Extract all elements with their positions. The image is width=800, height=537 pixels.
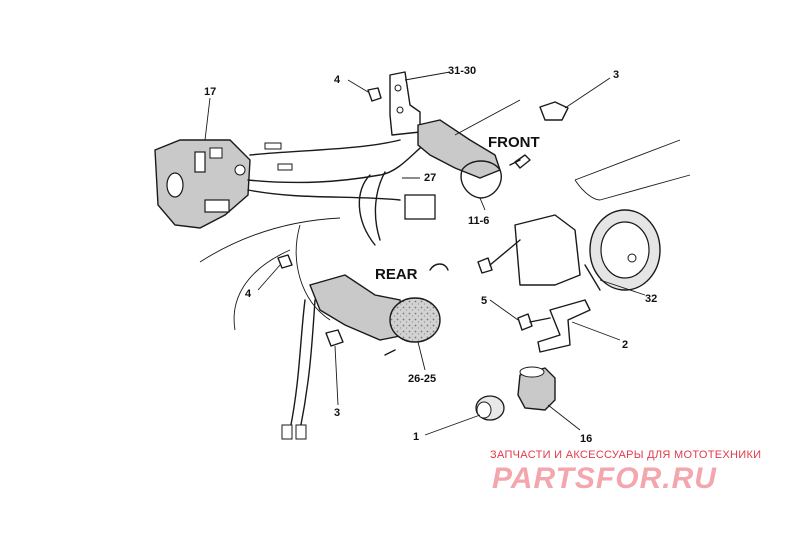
knob-16 <box>517 366 556 411</box>
screw-3-front <box>509 101 569 169</box>
label-3-lower: 3 <box>334 407 340 419</box>
bracket-2 <box>537 299 591 353</box>
wiring-harness-rear <box>281 299 316 440</box>
cap-1 <box>475 395 505 421</box>
label-32: 32 <box>645 293 657 305</box>
label-1: 1 <box>413 431 419 443</box>
watermark-brand: PARTSFOR.RU <box>492 462 717 495</box>
label-rear: REAR <box>375 266 418 283</box>
watermark-tagline: ЗАПЧАСТИ И АКСЕССУАРЫ ДЛЯ МОТОТЕХНИКИ <box>490 449 761 461</box>
label-front: FRONT <box>488 134 540 151</box>
label-26-25: 26-25 <box>408 373 436 385</box>
long-bolt <box>477 239 521 274</box>
bolt-4-lower <box>277 254 293 269</box>
leader-lines <box>204 71 646 436</box>
label-2: 2 <box>622 339 628 351</box>
wiring-harness-front <box>247 139 436 246</box>
label-5: 5 <box>481 295 487 307</box>
label-4-lower: 4 <box>245 288 252 300</box>
bracket-31-30 <box>389 71 421 136</box>
label-11-6: 11-6 <box>468 215 489 227</box>
label-3-top: 3 <box>613 69 619 81</box>
switch-housing-17 <box>154 139 251 229</box>
label-17: 17 <box>204 86 216 98</box>
frame-outline <box>199 139 691 331</box>
screw-3-lower <box>325 329 396 356</box>
label-31-30: 31-30 <box>448 65 476 77</box>
bolt-5 <box>517 313 551 331</box>
bolt-4-top <box>367 87 382 102</box>
rear-turn-signal-26-25 <box>309 263 449 343</box>
label-4-top: 4 <box>334 74 341 86</box>
front-turn-signal-11-6 <box>417 119 502 199</box>
label-27: 27 <box>424 172 436 184</box>
label-16: 16 <box>580 433 592 445</box>
horn-32 <box>514 209 661 291</box>
